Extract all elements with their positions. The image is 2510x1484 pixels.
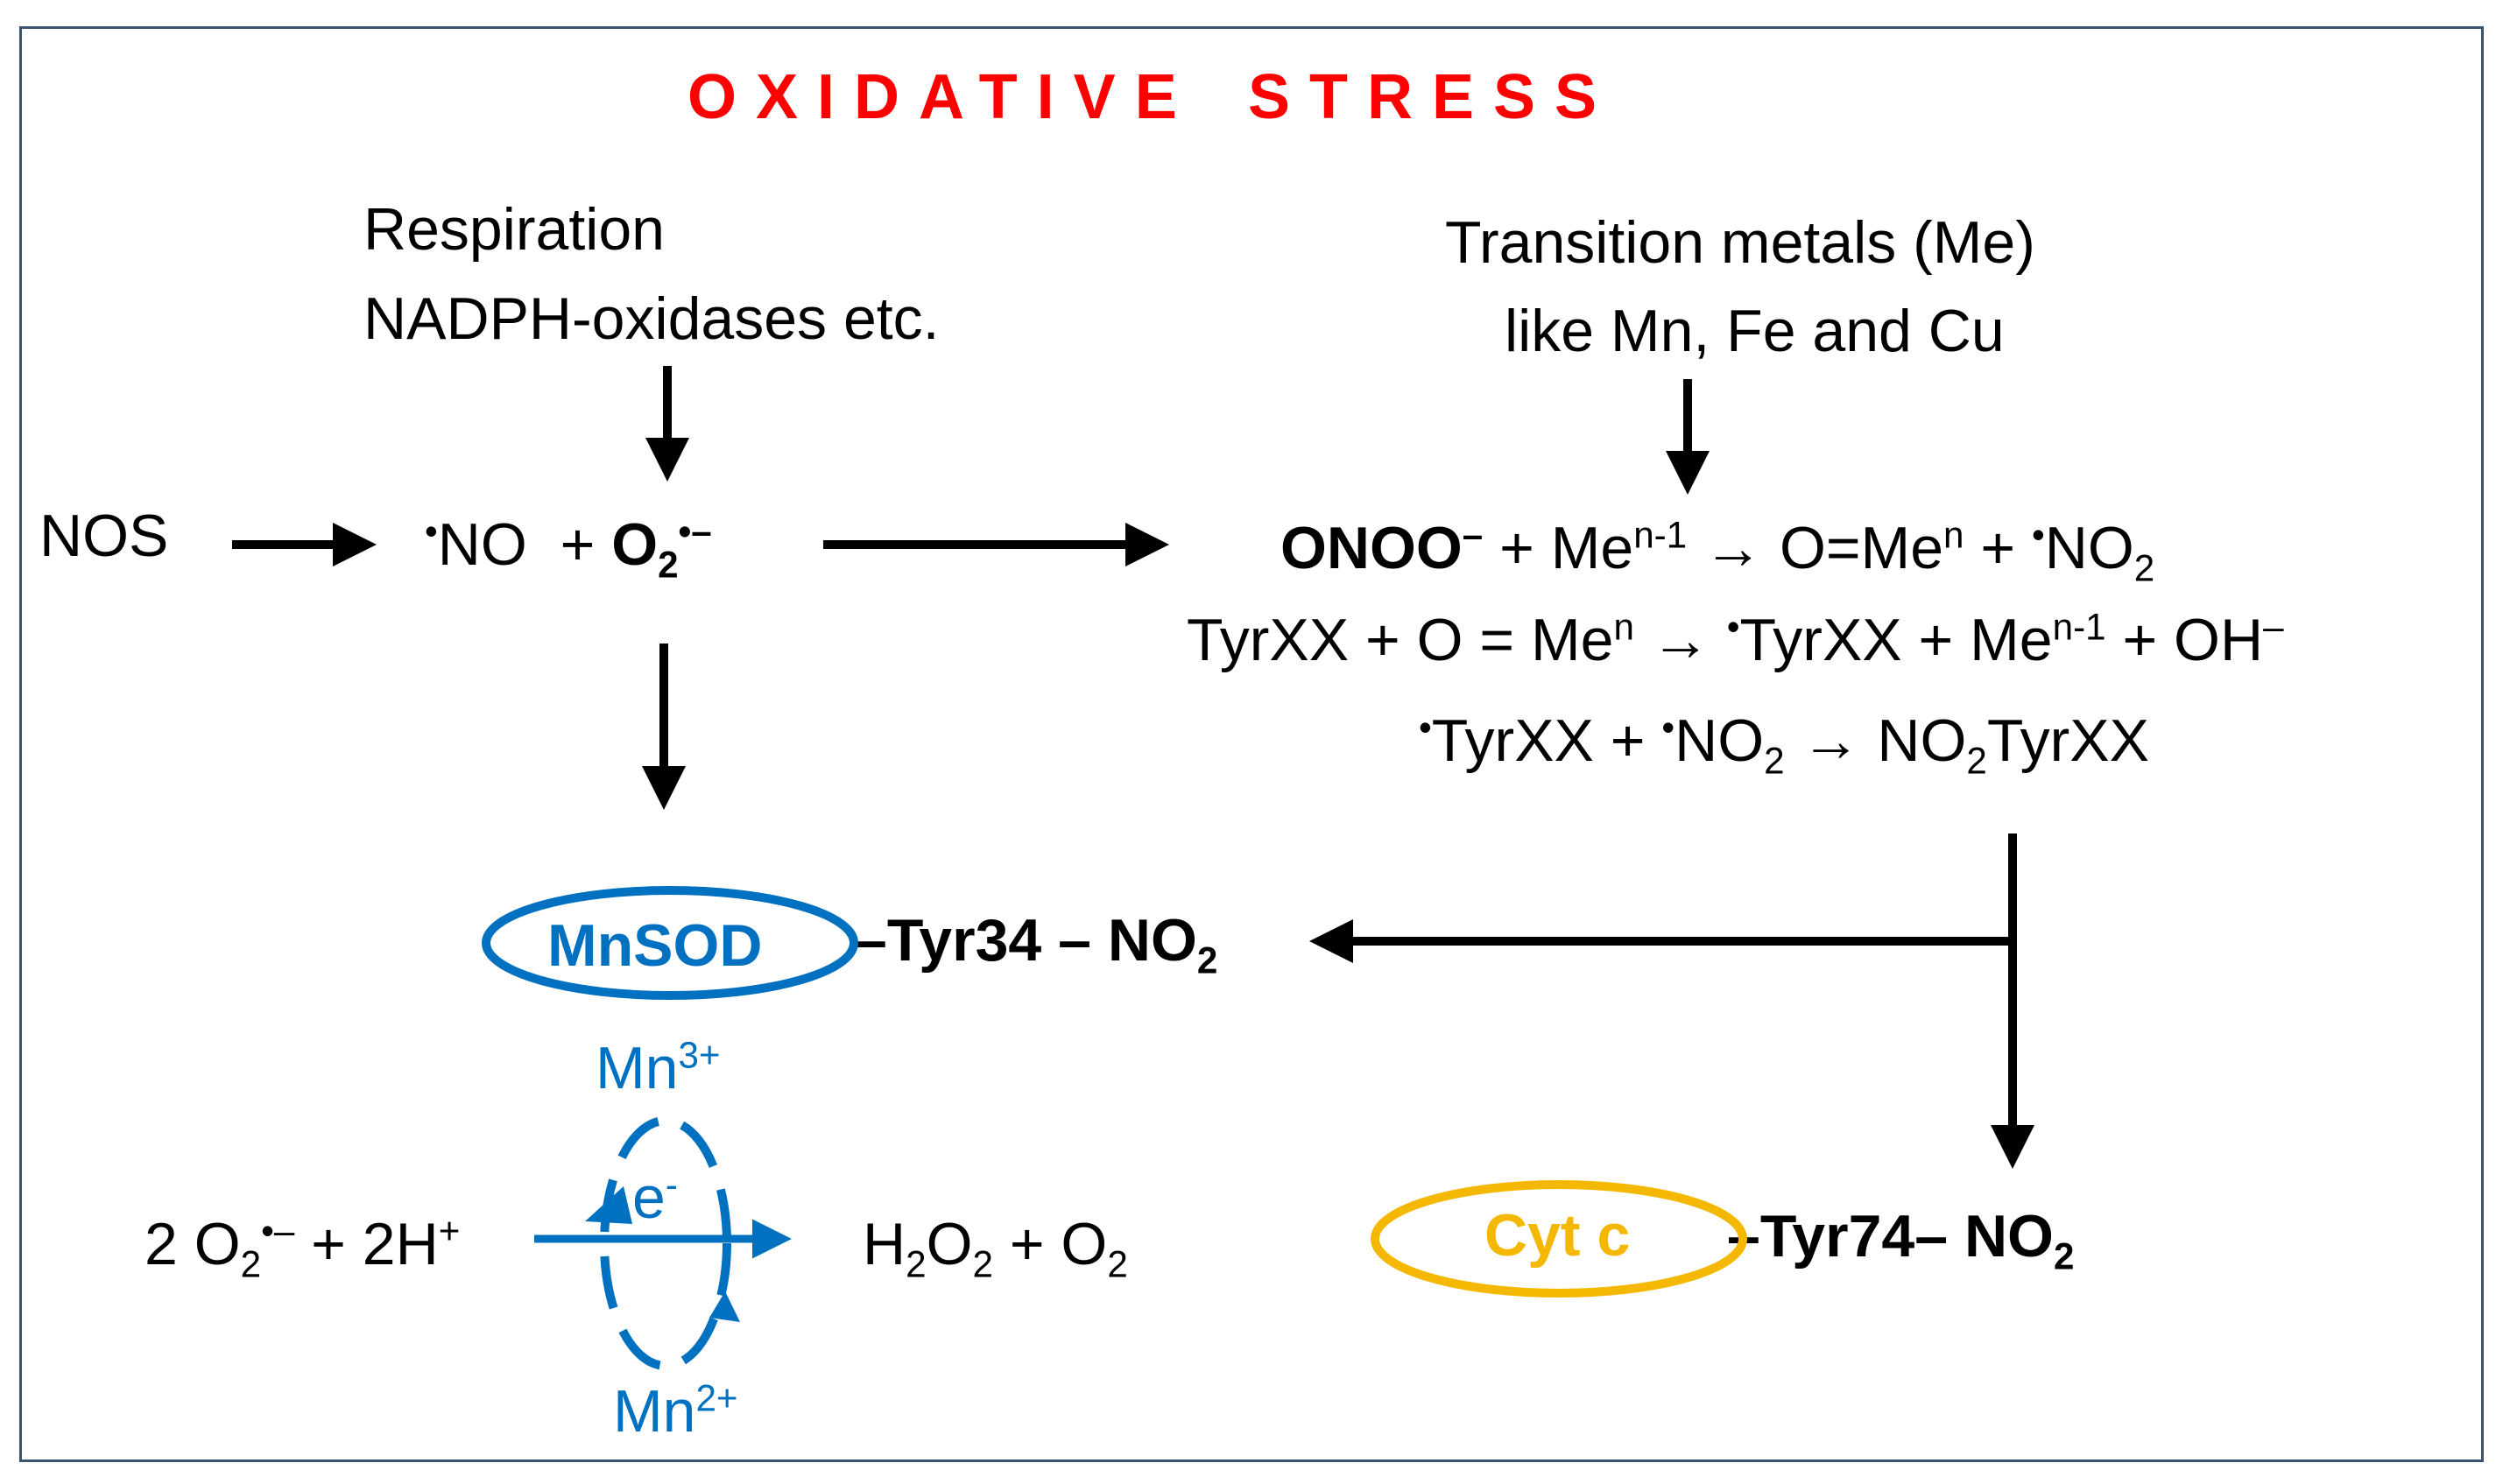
no-plus-superoxide: •NO + O2•– xyxy=(425,510,712,586)
cycle-arrowhead-bottom xyxy=(709,1291,740,1322)
cytc-ellipse xyxy=(1371,1180,1747,1298)
source-respiration: Respiration xyxy=(363,196,665,263)
title-oxidative: OXIDATIVE xyxy=(687,62,1196,132)
source-nadph: NADPH-oxidases etc. xyxy=(363,285,940,352)
cytc-tyr74-nitration: –Tyr74– NO2 xyxy=(1727,1203,2075,1277)
reaction-1: ONOO– + Men-1 → O=Men + •NO2 xyxy=(1280,514,2155,589)
electron-label: e- xyxy=(632,1164,678,1231)
reaction-3: •TyrXX + •NO2 → NO2TyrXX xyxy=(1419,707,2150,782)
cytc-label: Cyt c xyxy=(1484,1202,1631,1269)
diagram-frame xyxy=(19,26,2484,1462)
dismutation-reactants: 2 O2•– + 2H+ xyxy=(145,1210,461,1285)
nos-label: NOS xyxy=(39,503,169,569)
mnsod-ellipse xyxy=(482,886,858,1000)
mn2-label: Mn2+ xyxy=(613,1377,738,1445)
mnsod-label: MnSOD xyxy=(547,912,763,979)
reaction-2: TyrXX + O = Men → •TyrXX + Men-1 + OH– xyxy=(1187,606,2284,673)
source-metal-examples: like Mn, Fe and Cu xyxy=(1505,298,2005,364)
mn3-label: Mn3+ xyxy=(596,1034,721,1101)
mn-cycle-ellipse xyxy=(600,1116,731,1370)
cycle-arrowhead-top xyxy=(585,1186,632,1224)
source-transition-metals: Transition metals (Me) xyxy=(1445,209,2035,276)
dismutation-products: H2O2 + O2 xyxy=(863,1211,1128,1285)
title-stress: STRESS xyxy=(1248,62,1617,132)
mnsod-tyr34-nitration: –Tyr34 – NO2 xyxy=(854,907,1218,981)
